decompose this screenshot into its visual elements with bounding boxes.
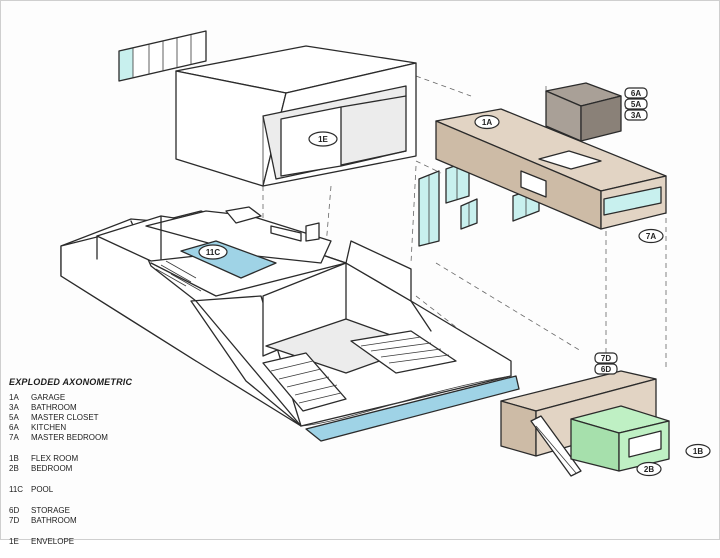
legend-code: 6A [9,423,19,432]
svg-text:1E: 1E [318,135,328,144]
svg-text:11C: 11C [206,248,220,257]
legend-code: 1A [9,393,19,402]
legend-code: 11C [9,485,24,494]
legend-groups: 1A GARAGE 3A BATHROOM 5A MASTER CLOSET 6A KITCH… [9,393,209,547]
tag-1B: 1B [685,443,711,459]
legend-label: BATHROOM [31,403,77,412]
legend-item: 7D BATHROOM [9,516,209,526]
legend-label: ENVELOPE [31,537,75,546]
legend-item: 7A MASTER BEDROOM [9,433,209,443]
diagram-canvas: 1E 1A 6A 5A 3A 7A 11C 7D 6D 1B 2B EXPLOD… [0,0,720,546]
glass-curtain-wall-top [118,30,207,82]
garage-master-bedroom-bar [435,108,667,230]
upper-stairs [350,330,457,374]
legend-item: 6D STORAGE [9,506,209,516]
legend-group: 1A GARAGE 3A BATHROOM 5A MASTER CLOSET 6A KITCH… [9,393,209,443]
svg-text:3A: 3A [631,111,641,120]
legend-code: 1B [9,454,19,463]
svg-text:7A: 7A [646,232,656,241]
svg-text:1A: 1A [482,118,492,127]
legend-item: 1E ENVELOPE [9,537,209,547]
glass-panels-1A-left [418,160,540,247]
legend-group: 11C POOL [9,485,209,495]
legend-item: 6A KITCHEN [9,423,209,433]
legend-label: BATHROOM [31,516,77,525]
legend-label: POOL [31,485,54,494]
legend-label: FLEX ROOM [31,454,79,463]
tag-6A: 6A [624,87,648,99]
svg-text:6A: 6A [631,89,641,98]
tag-3A: 3A [624,109,648,121]
legend-item: 3A BATHROOM [9,403,209,413]
lower-stairs [262,352,347,412]
legend-group: 1E ENVELOPE [9,537,209,547]
legend-item: 2B BEDROOM [9,464,209,474]
legend-code: 7D [9,516,20,525]
legend-item: 5A MASTER CLOSET [9,413,209,423]
legend-code: 2B [9,464,19,473]
tag-2B: 2B [636,461,662,477]
legend-item: 1B FLEX ROOM [9,454,209,464]
legend-title: EXPLODED AXONOMETRIC [9,377,133,387]
tag-1E: 1E [308,131,338,147]
legend-label: GARAGE [31,393,66,402]
legend-label: MASTER BEDROOM [31,433,108,442]
kitchen-closet-bath-block [545,82,622,142]
tag-6D: 6D [594,363,618,375]
legend-item: 11C POOL [9,485,209,495]
svg-text:5A: 5A [631,100,641,109]
svg-text:7D: 7D [601,354,611,363]
tag-7A: 7A [638,228,664,244]
tag-11C: 11C [198,244,228,260]
legend-item: 1A GARAGE [9,393,209,403]
svg-text:6D: 6D [601,365,611,374]
legend-code: 6D [9,506,20,515]
legend-group: 6D STORAGE 7D BATHROOM [9,506,209,526]
legend-label: BEDROOM [31,464,73,473]
legend-code: 7A [9,433,19,442]
flex-room-bedroom-block [500,370,670,477]
legend-code: 5A [9,413,19,422]
legend-label: MASTER CLOSET [31,413,99,422]
tag-5A: 5A [624,98,648,110]
legend-group: 1B FLEX ROOM 2B BEDROOM [9,454,209,474]
legend-label: STORAGE [31,506,70,515]
envelope-box-1E [175,45,417,187]
legend-label: KITCHEN [31,423,67,432]
svg-text:2B: 2B [644,465,654,474]
svg-text:1B: 1B [693,447,703,456]
exploded-axonometric-drawing: 1E 1A 6A 5A 3A 7A 11C 7D 6D 1B 2B [60,30,711,477]
tag-1A: 1A [474,114,500,130]
legend-code: 1E [9,537,19,546]
tag-7D: 7D [594,352,618,364]
legend-code: 3A [9,403,19,412]
